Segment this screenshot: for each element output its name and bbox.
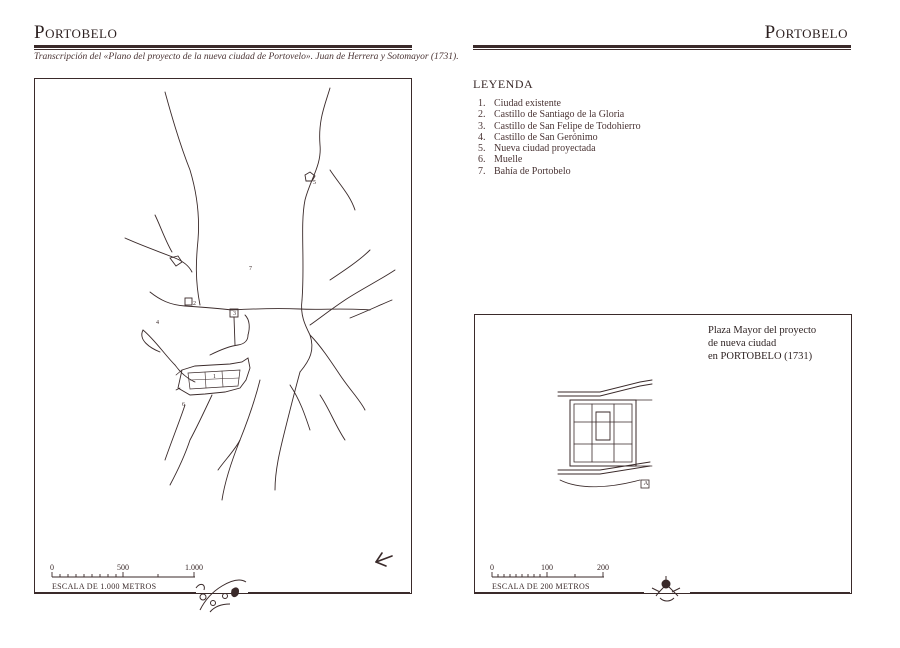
right-scale-title: ESCALA DE 200 METROS xyxy=(492,582,590,591)
legend-item: 3.Castillo de San Felipe de Todohierro xyxy=(478,120,641,132)
map-label-2: 2 xyxy=(193,301,196,307)
left-bottom-rule-b xyxy=(248,592,410,593)
left-bottom-rule-a xyxy=(34,592,196,593)
left-page-title: Portobelo xyxy=(34,22,118,43)
legend-item: 6.Muelle xyxy=(478,154,523,166)
inset-caption-line2: de nueva ciudad xyxy=(708,338,777,349)
right-scale-tick-200: 200 xyxy=(597,563,609,572)
left-scale-tick-1000: 1.000 xyxy=(185,563,203,572)
legend-item: 7.Bahía de Portobelo xyxy=(478,165,571,177)
left-title-rule xyxy=(34,45,412,48)
inset-caption-line1: Plaza Mayor del proyecto xyxy=(708,325,817,336)
right-bottom-rule-a xyxy=(474,592,644,593)
legend-item: 4.Castillo de San Gerónimo xyxy=(478,131,598,143)
floral-ornament-left xyxy=(195,579,247,613)
map-label-4: 4 xyxy=(156,320,159,326)
inset-frame xyxy=(474,314,852,594)
map-label-7: 7 xyxy=(249,266,252,272)
right-scale-tick-0: 0 xyxy=(490,563,494,572)
map-label-5: 5 xyxy=(313,180,316,186)
legend-list: 1.Ciudad existente 2.Castillo de Santiag… xyxy=(478,98,641,177)
legend-item: 5.Nueva ciudad proyectada xyxy=(478,143,596,155)
legend-heading: LEYENDA xyxy=(473,77,534,91)
right-page-title: Portobelo xyxy=(764,22,848,43)
inset-caption-line3: en PORTOBELO (1731) xyxy=(708,351,813,362)
map-caption: Transcripción del «Plano del proyecto de… xyxy=(34,52,459,62)
left-scale-tick-0: 0 xyxy=(50,563,54,572)
left-title-rule-thin xyxy=(34,49,412,50)
right-scale-tick-100: 100 xyxy=(541,563,553,572)
inset-caption: Plaza Mayor del proyecto de nueva ciudad… xyxy=(708,324,848,363)
left-scale-title: ESCALA DE 1.000 METROS xyxy=(52,582,157,591)
map-label-1: 1 xyxy=(213,374,216,380)
map-label-6: 6 xyxy=(182,402,185,408)
legend-item: 1.Ciudad existente xyxy=(478,98,561,109)
right-title-rule xyxy=(473,45,851,48)
inset-marker: A xyxy=(643,480,649,487)
right-title-rule-thin xyxy=(473,49,851,50)
left-scale-tick-500: 500 xyxy=(117,563,129,572)
map-frame xyxy=(34,78,412,594)
right-bottom-rule-b xyxy=(690,592,850,593)
floral-ornament-right xyxy=(651,576,681,602)
map-label-3: 3 xyxy=(233,311,236,317)
legend-item: 2.Castillo de Santiago de la Gloria xyxy=(478,109,625,121)
